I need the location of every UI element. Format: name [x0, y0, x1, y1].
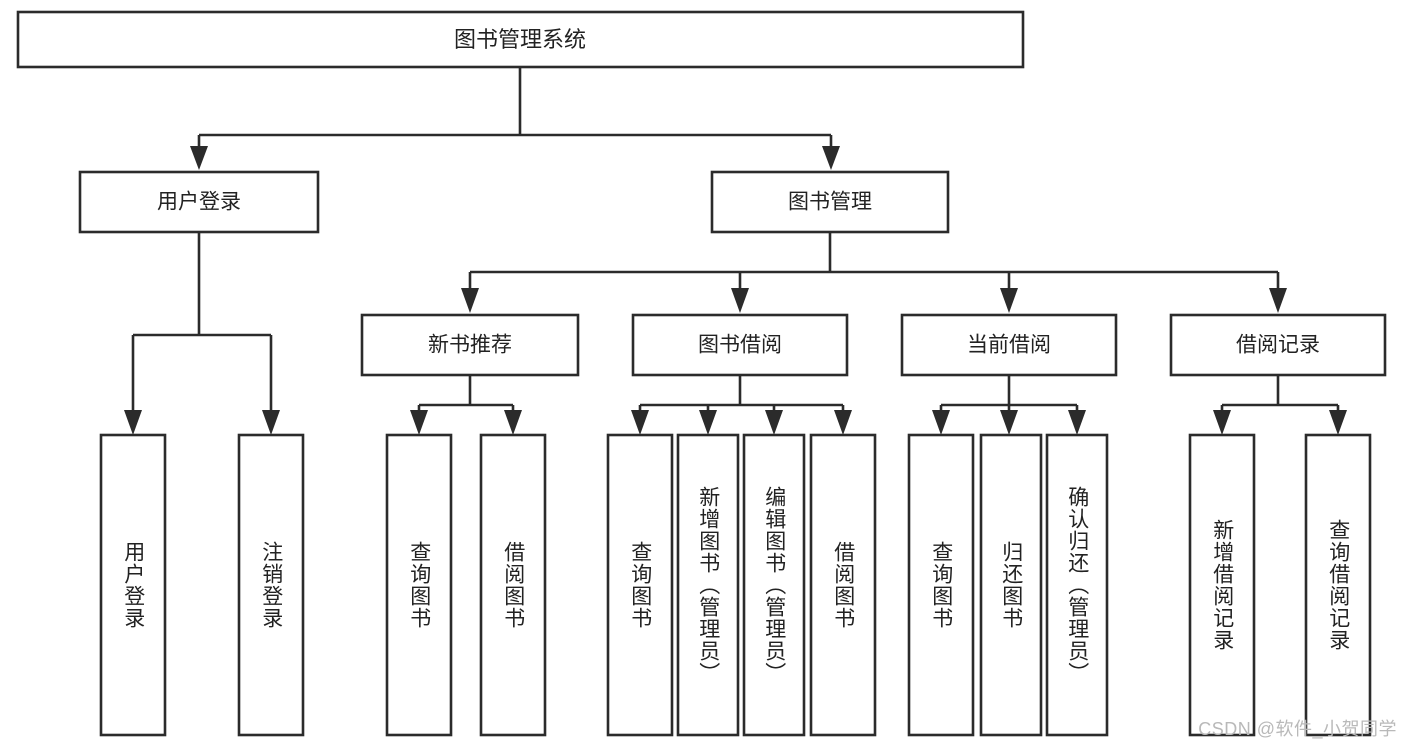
arrow-head-icon [834, 410, 852, 435]
connector-borrow-records-to-leaves [1213, 375, 1347, 435]
arrow-head-icon [504, 410, 522, 435]
node-user-login-label: 用户登录 [157, 191, 241, 214]
arrow-head-icon [822, 146, 840, 170]
leaf-node-confirm-return-admin-box [1045, 433, 1109, 737]
leaf-node-edit-book-admin-box [742, 433, 806, 737]
leaf-node-user-login[interactable] [99, 433, 167, 737]
node-root-box [16, 10, 1025, 69]
leaf-node-add-borrow-record-box [1188, 433, 1256, 737]
arrow-head-icon [1000, 410, 1018, 435]
leaf-node-borrow-books-new-box [479, 433, 547, 737]
arrow-head-icon [631, 410, 649, 435]
arrow-head-icon [765, 410, 783, 435]
leaf-node-borrow-books-borrow[interactable] [809, 433, 877, 737]
leaf-node-logout-box [237, 433, 305, 737]
arrow-head-icon [1068, 410, 1086, 435]
node-borrow-records[interactable]: 借阅记录 [1169, 313, 1387, 377]
connector-book-borrow-to-leaves [631, 375, 852, 435]
node-book-borrow[interactable]: 图书借阅 [631, 313, 849, 377]
leaf-node-query-borrow-record[interactable] [1304, 433, 1372, 737]
arrow-head-icon [731, 288, 749, 313]
leaf-node-add-book-admin-box [676, 433, 740, 737]
node-root-label: 图书管理系统 [454, 27, 586, 52]
leaf-node-borrow-books-new[interactable] [479, 433, 547, 737]
leaf-node-logout[interactable] [237, 433, 305, 737]
node-new-book-recommend-box [360, 313, 580, 377]
leaf-node-return-books[interactable] [979, 433, 1043, 737]
leaf-node-return-books-box [979, 433, 1043, 737]
node-current-borrow-label: 当前借阅 [967, 334, 1051, 357]
csdn-watermark: CSDN @软件_小贺同学 [1198, 719, 1397, 739]
leaf-node-query-books-current[interactable] [907, 433, 975, 737]
arrow-head-icon [124, 410, 142, 435]
arrow-head-icon [1000, 288, 1018, 313]
leaf-node-add-borrow-record[interactable] [1188, 433, 1256, 737]
connector-root-to-level2 [190, 67, 840, 170]
connector-new-book-recommend-to-leaves [410, 375, 522, 435]
connector-book-management-to-level3 [461, 232, 1287, 313]
leaf-node-query-borrow-record-box [1304, 433, 1372, 737]
arrow-head-icon [410, 410, 428, 435]
arrow-head-icon [699, 410, 717, 435]
arrow-head-icon [1269, 288, 1287, 313]
leaf-node-query-books-borrow-box [606, 433, 674, 737]
leaf-node-edit-book-admin[interactable] [742, 433, 806, 737]
node-current-borrow-box [900, 313, 1118, 377]
arrow-head-icon [461, 288, 479, 313]
arrow-head-icon [262, 410, 280, 435]
node-book-borrow-label: 图书借阅 [698, 334, 782, 357]
node-book-management-label: 图书管理 [788, 191, 872, 214]
arrow-head-icon [1329, 410, 1347, 435]
leaf-node-query-books-borrow[interactable] [606, 433, 674, 737]
leaf-node-query-books-current-box [907, 433, 975, 737]
leaf-node-query-books-new[interactable] [385, 433, 453, 737]
node-user-login-box [78, 170, 320, 234]
connector-user-login-to-leaves [124, 232, 280, 435]
leaf-node-query-books-new-box [385, 433, 453, 737]
node-root[interactable]: 图书管理系统 [16, 10, 1025, 69]
node-user-login[interactable]: 用户登录 [78, 170, 320, 234]
node-new-book-recommend-label: 新书推荐 [428, 334, 512, 357]
leaf-node-add-book-admin[interactable] [676, 433, 740, 737]
leaf-node-user-login-box [99, 433, 167, 737]
arrow-head-icon [1213, 410, 1231, 435]
leaf-node-confirm-return-admin[interactable] [1045, 433, 1109, 737]
connector-current-borrow-to-leaves [932, 375, 1086, 435]
node-book-management[interactable]: 图书管理 [710, 170, 950, 234]
arrow-head-icon [932, 410, 950, 435]
node-borrow-records-label: 借阅记录 [1236, 334, 1320, 357]
node-new-book-recommend[interactable]: 新书推荐 [360, 313, 580, 377]
leaf-node-borrow-books-borrow-box [809, 433, 877, 737]
node-current-borrow[interactable]: 当前借阅 [900, 313, 1118, 377]
arrow-head-icon [190, 146, 208, 170]
